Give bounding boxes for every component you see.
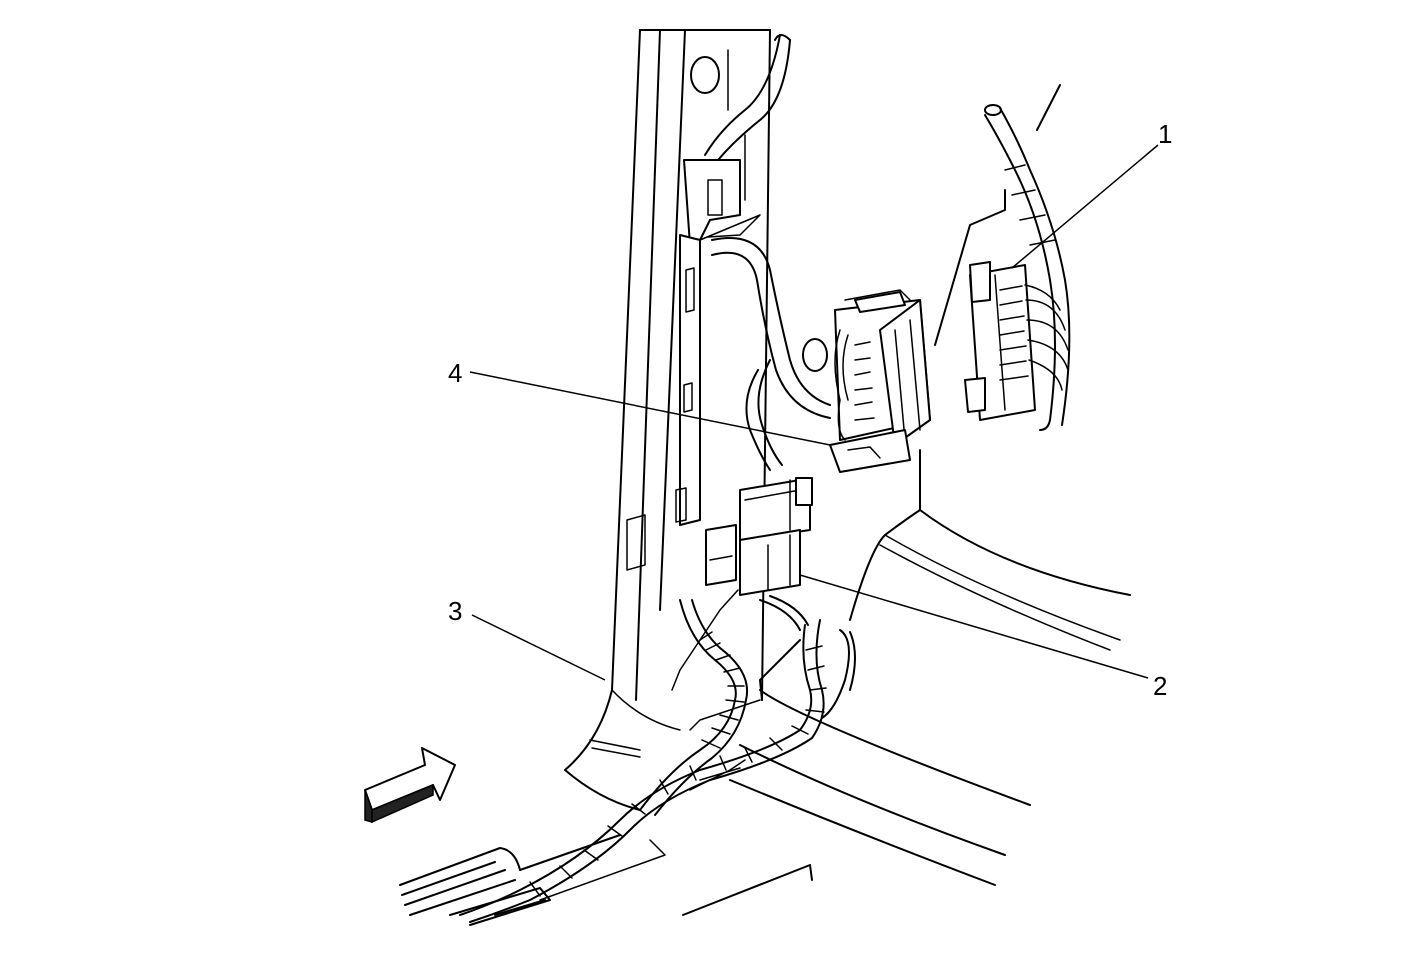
leader-2 (799, 574, 1149, 679)
pillar-trim (675, 159, 761, 586)
callout-1: 1 (1158, 119, 1172, 149)
pillar (564, 29, 1131, 811)
floor-harness (399, 619, 856, 926)
floor-panel (539, 689, 1031, 916)
callout-4: 4 (448, 358, 462, 388)
leader-1 (1011, 144, 1159, 269)
leader-4 (469, 371, 831, 446)
leaders (469, 144, 1159, 681)
callout-3: 3 (448, 596, 462, 626)
pillar-harness (639, 34, 831, 816)
connector-1 (934, 84, 1071, 431)
connector-2 (739, 477, 813, 631)
callout-2: 2 (1153, 671, 1167, 701)
front-arrow-icon (364, 747, 456, 824)
leader-3 (471, 614, 606, 681)
connector-4 (802, 289, 931, 473)
